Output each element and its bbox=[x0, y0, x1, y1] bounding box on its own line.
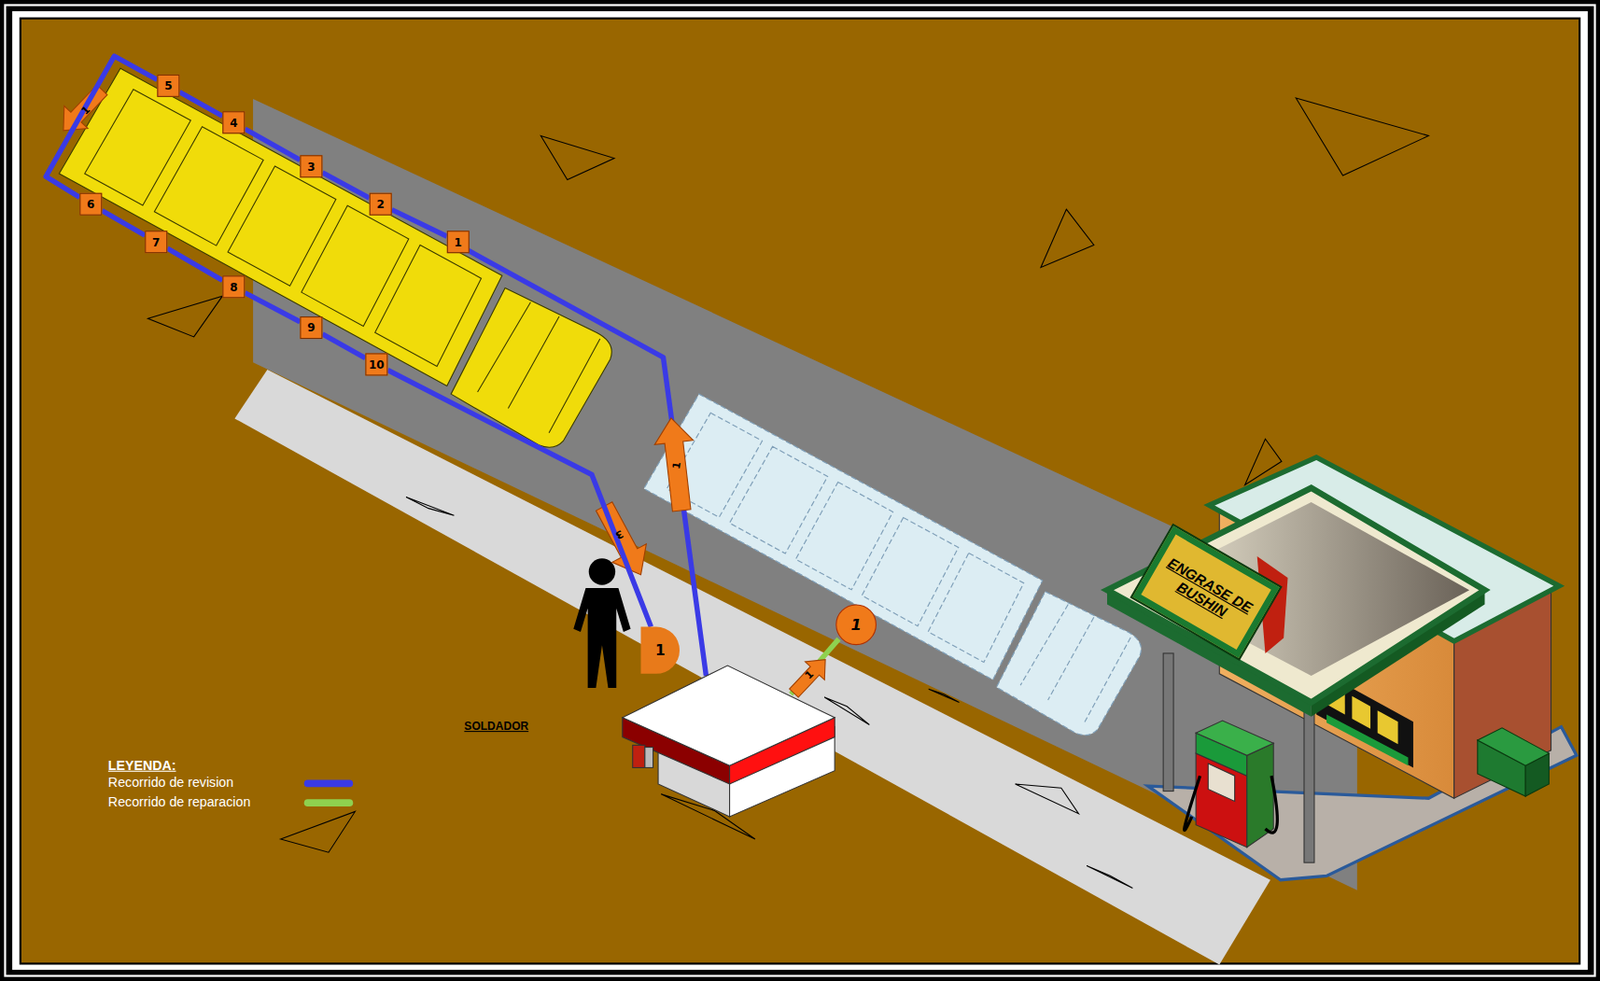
service-station bbox=[1326, 715, 1408, 767]
terrain-mark bbox=[406, 497, 454, 517]
callout-number: 7 bbox=[144, 230, 168, 253]
terrain-mark bbox=[1015, 784, 1080, 815]
service-station bbox=[1184, 775, 1278, 833]
node-text: 2 bbox=[377, 197, 385, 211]
callout-number: 4 bbox=[222, 111, 245, 134]
operation-circle: 1 bbox=[835, 603, 877, 646]
flow-arrow bbox=[51, 78, 114, 142]
terrain-mark bbox=[540, 135, 615, 180]
callout-number: 3 bbox=[299, 154, 323, 178]
legend-swatch bbox=[304, 780, 353, 788]
route-segment bbox=[167, 248, 223, 281]
callout-number: 5 bbox=[156, 74, 180, 98]
node-text: 1 bbox=[655, 642, 666, 659]
arrow-number: 3 bbox=[613, 528, 626, 542]
route-segment bbox=[101, 210, 145, 236]
workbench bbox=[645, 747, 654, 769]
callout-number: 8 bbox=[222, 275, 245, 298]
callout-number: 6 bbox=[79, 193, 102, 216]
terrain-mark bbox=[928, 688, 960, 702]
service-station bbox=[1207, 763, 1235, 801]
station-label: SOLDADOR bbox=[463, 719, 529, 732]
node-text: 6 bbox=[86, 197, 95, 211]
node-text: 3 bbox=[307, 159, 315, 173]
terrain-mark bbox=[1086, 865, 1133, 888]
terrain-mark bbox=[1295, 98, 1429, 176]
welder-person bbox=[573, 558, 631, 688]
route-segment bbox=[244, 128, 300, 160]
route-segment bbox=[392, 210, 448, 238]
service-station bbox=[1142, 502, 1470, 676]
frame bbox=[12, 11, 1588, 970]
node-text: 9 bbox=[307, 321, 315, 335]
flow-arrow bbox=[784, 650, 835, 702]
delay-symbol: 1 bbox=[640, 627, 680, 674]
node-text: 8 bbox=[229, 280, 238, 294]
service-station bbox=[1195, 720, 1274, 756]
service-station bbox=[1107, 488, 1485, 703]
node-text: 1 bbox=[454, 235, 463, 249]
arrow-number: 1 bbox=[802, 668, 816, 682]
service-station bbox=[1163, 653, 1174, 792]
route-segment bbox=[244, 293, 300, 323]
road bbox=[234, 369, 1271, 966]
node-text: 5 bbox=[164, 79, 172, 93]
flow-arrow bbox=[51, 78, 835, 702]
route-segment bbox=[179, 92, 223, 117]
service-station bbox=[1107, 457, 1577, 881]
route-segment bbox=[322, 334, 365, 359]
route-segment bbox=[322, 172, 369, 198]
arrow-number: 1 bbox=[670, 461, 683, 471]
node-text: 4 bbox=[229, 115, 238, 129]
terrain-mark bbox=[148, 295, 224, 337]
route-segment bbox=[45, 56, 157, 197]
node-text: 7 bbox=[152, 235, 160, 249]
station-sign: ENGRASE DE BUSHIN bbox=[1132, 526, 1279, 659]
service-station bbox=[1377, 710, 1399, 744]
callout-number: 10 bbox=[364, 352, 388, 376]
legend-text: Recorrido de revision bbox=[108, 774, 234, 790]
callout-number: 9 bbox=[299, 316, 323, 339]
workbench bbox=[632, 744, 646, 768]
callout-number: 2 bbox=[369, 193, 393, 216]
legend-swatch bbox=[304, 799, 353, 807]
legend-title: LEYENDA: bbox=[108, 757, 177, 772]
welder-person bbox=[573, 588, 631, 688]
truck bbox=[58, 68, 612, 448]
service-station bbox=[1351, 696, 1371, 730]
service-station bbox=[1477, 728, 1550, 766]
frame bbox=[20, 18, 1580, 965]
callout-number: 1 bbox=[447, 230, 470, 253]
frame bbox=[4, 4, 1595, 976]
route-segment bbox=[387, 370, 651, 628]
node-text: ENGRASE DE BUSHIN bbox=[1151, 551, 1261, 633]
flow-arrow bbox=[651, 416, 702, 514]
terrain-mark bbox=[1040, 209, 1095, 267]
node-text: 1 bbox=[850, 615, 861, 634]
node-text: 10 bbox=[368, 357, 385, 371]
legend-text: Recorrido de reparacion bbox=[108, 794, 251, 810]
arrow-number: 1 bbox=[79, 103, 93, 117]
terrain-mark bbox=[280, 811, 356, 853]
flow-arrow bbox=[587, 497, 659, 585]
